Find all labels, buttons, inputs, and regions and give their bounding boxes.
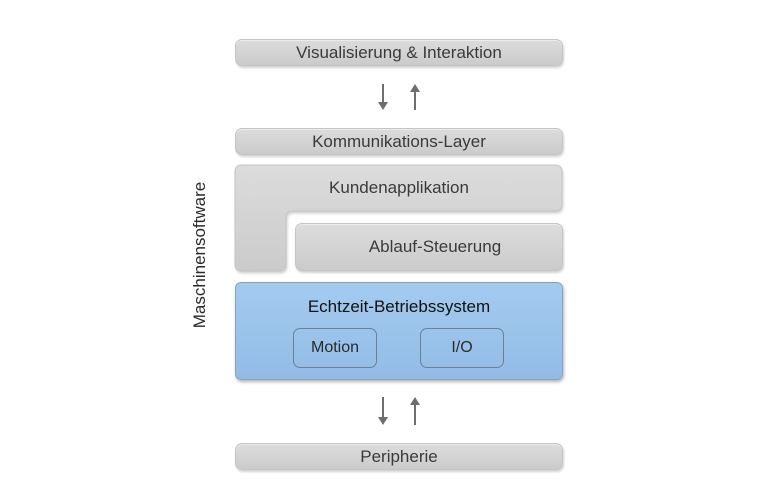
- echtzeit-title: Echtzeit-Betriebssystem: [307, 297, 491, 316]
- layer-echtzeit-betriebssystem: Echtzeit-Betriebssystem Motion I/O: [235, 282, 563, 380]
- layer-kommunikation: Kommunikations-Layer: [235, 128, 563, 155]
- module-motion: Motion: [293, 328, 377, 368]
- kundenapplikation-label: Kundenapplikation: [329, 177, 469, 197]
- down-arrow-icon: [378, 84, 388, 110]
- up-arrow-icon: [410, 397, 420, 425]
- layer-visualisierung: Visualisierung & Interaktion: [235, 39, 563, 66]
- up-arrow-icon: [410, 84, 420, 110]
- down-arrow-icon: [378, 397, 388, 425]
- layer-ablauf-steuerung: Ablauf-Steuerung: [295, 223, 563, 271]
- side-label-maschinensoftware: Maschinensoftware: [190, 181, 209, 329]
- layer-peripherie: Peripherie: [235, 443, 563, 470]
- module-io: I/O: [420, 328, 504, 368]
